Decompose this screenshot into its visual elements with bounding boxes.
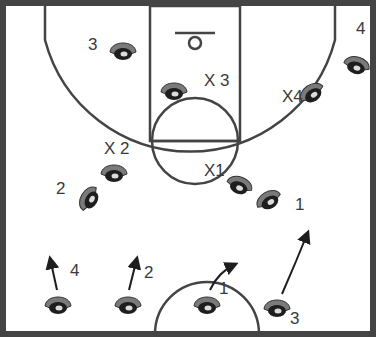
- players: [45, 43, 371, 317]
- player-label: 1: [219, 280, 228, 297]
- player-label: X4: [282, 88, 303, 105]
- movement-arrows: [50, 232, 308, 294]
- player-label: X 3: [204, 72, 230, 89]
- player-label: 4: [70, 262, 79, 279]
- player-label: X1: [204, 162, 225, 179]
- player-label: 4: [356, 20, 365, 37]
- player-label: 3: [290, 310, 299, 327]
- player-label: 3: [88, 36, 97, 53]
- player-label: 1: [295, 196, 304, 213]
- player-label: X 2: [104, 140, 130, 157]
- player-label: 2: [56, 180, 65, 197]
- player-label: 2: [144, 264, 153, 281]
- court-lines: [45, 6, 335, 334]
